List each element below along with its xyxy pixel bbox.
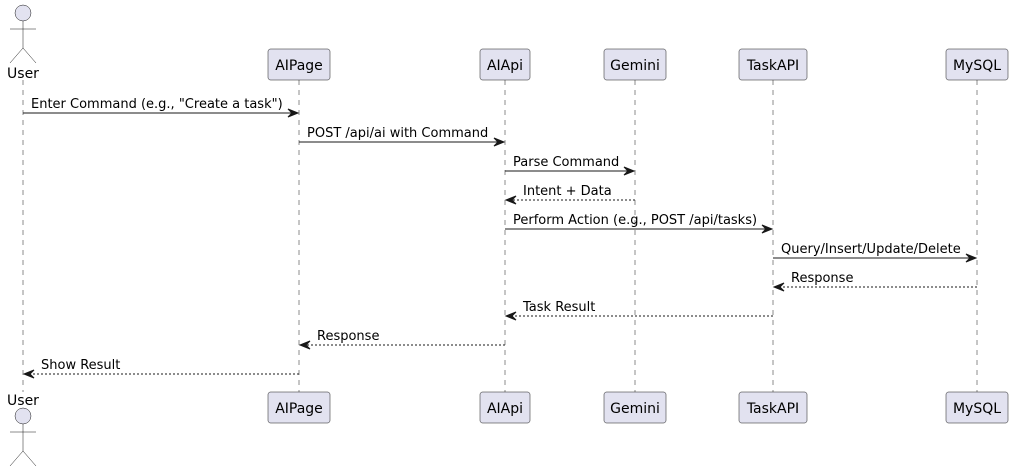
participant-box-gemini-bottom bbox=[603, 391, 667, 424]
arrowhead-icon bbox=[761, 224, 774, 234]
participant-box-aipage-top bbox=[267, 48, 331, 81]
participant-aipage-top: AIPage bbox=[267, 48, 331, 81]
participant-aipage-bottom: AIPage bbox=[267, 391, 331, 424]
message-10: Show Result bbox=[22, 358, 299, 379]
message-label: Response bbox=[791, 271, 853, 286]
participant-label-taskapi-top: TaskAPI bbox=[746, 58, 799, 74]
arrowhead-icon bbox=[965, 253, 978, 263]
participant-label-mysql-bottom: MySQL bbox=[953, 401, 1001, 417]
participant-label-aiapi-bottom: AIApi bbox=[487, 401, 523, 417]
participant-aiapi-top: AIApi bbox=[479, 48, 531, 81]
message-9: Response bbox=[298, 329, 505, 350]
message-label: Enter Command (e.g., "Create a task") bbox=[31, 97, 283, 112]
participant-mysql-bottom: MySQL bbox=[945, 391, 1009, 424]
participant-gemini-top: Gemini bbox=[603, 48, 667, 81]
participant-gemini-bottom: Gemini bbox=[603, 391, 667, 424]
participant-box-taskapi-top bbox=[738, 48, 808, 81]
arrowhead-icon bbox=[493, 137, 506, 147]
message-1: Enter Command (e.g., "Create a task") bbox=[23, 97, 300, 118]
participant-label-gemini-top: Gemini bbox=[610, 58, 660, 74]
participant-box-aiapi-bottom bbox=[479, 391, 531, 424]
message-label: Response bbox=[317, 329, 379, 344]
arrowhead-icon bbox=[22, 369, 35, 379]
arrowhead-icon bbox=[623, 166, 636, 176]
participant-label-gemini-bottom: Gemini bbox=[610, 401, 660, 417]
actor-figure-bottom bbox=[9, 407, 37, 467]
participant-label-aiapi-top: AIApi bbox=[487, 58, 523, 74]
participant-label-user-top: User bbox=[7, 66, 39, 82]
message-label: Perform Action (e.g., POST /api/tasks) bbox=[513, 213, 757, 228]
participant-box-gemini-top bbox=[603, 48, 667, 81]
actor-body-icon bbox=[9, 21, 37, 64]
message-label: POST /api/ai with Command bbox=[307, 126, 488, 141]
participant-box-aiapi-top bbox=[479, 48, 531, 81]
arrowhead-icon bbox=[287, 108, 300, 118]
participant-taskapi-top: TaskAPI bbox=[738, 48, 808, 81]
actor-head-icon bbox=[14, 4, 32, 22]
message-2: POST /api/ai with Command bbox=[299, 126, 506, 147]
message-label: Show Result bbox=[41, 358, 120, 373]
message-4: Intent + Data bbox=[504, 184, 635, 205]
participant-box-mysql-bottom bbox=[945, 391, 1009, 424]
participant-box-mysql-top bbox=[945, 48, 1009, 81]
participant-label-aipage-top: AIPage bbox=[275, 58, 323, 74]
arrowhead-icon bbox=[772, 282, 785, 292]
message-label: Parse Command bbox=[513, 155, 619, 170]
participant-label-taskapi-bottom: TaskAPI bbox=[746, 401, 799, 417]
participant-label-user-bottom: User bbox=[7, 393, 39, 409]
participant-aiapi-bottom: AIApi bbox=[479, 391, 531, 424]
actor-figure-top bbox=[9, 4, 37, 64]
participant-label-aipage-bottom: AIPage bbox=[275, 401, 323, 417]
arrowhead-icon bbox=[504, 311, 517, 321]
participant-label-mysql-top: MySQL bbox=[953, 58, 1001, 74]
actor-body-icon bbox=[9, 424, 37, 467]
arrowhead-icon bbox=[504, 195, 517, 205]
message-label: Task Result bbox=[522, 300, 595, 315]
participant-box-aipage-bottom bbox=[267, 391, 331, 424]
message-label: Intent + Data bbox=[523, 184, 612, 199]
message-label: Query/Insert/Update/Delete bbox=[781, 242, 961, 257]
message-3: Parse Command bbox=[505, 155, 636, 176]
participant-mysql-top: MySQL bbox=[945, 48, 1009, 81]
message-5: Perform Action (e.g., POST /api/tasks) bbox=[505, 213, 774, 234]
participant-box-taskapi-bottom bbox=[738, 391, 808, 424]
participant-taskapi-bottom: TaskAPI bbox=[738, 391, 808, 424]
message-8: Task Result bbox=[504, 300, 773, 321]
actor-head-icon bbox=[14, 407, 32, 425]
message-7: Response bbox=[772, 271, 977, 292]
arrowhead-icon bbox=[298, 340, 311, 350]
message-6: Query/Insert/Update/Delete bbox=[773, 242, 978, 263]
